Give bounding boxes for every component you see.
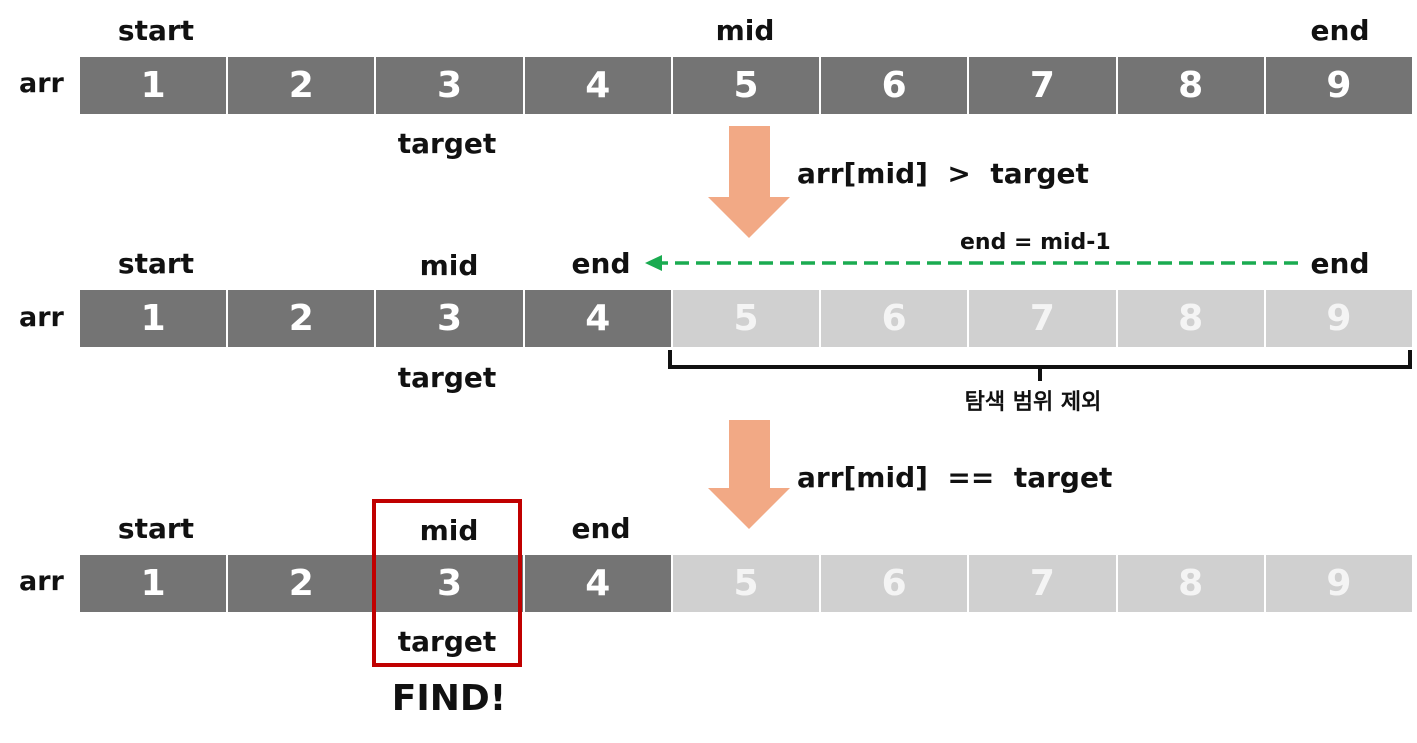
end-label-row1: end [1310,14,1370,47]
find-label: FIND! [391,678,507,719]
start-label-row1: start [117,14,195,47]
array-cell: 2 [228,555,377,612]
found-highlight-box [372,499,522,667]
start-label-row2: start [117,247,195,280]
mid-label-row3: mid [419,514,479,547]
array-cell: 7 [969,57,1118,114]
end-label-row3: end [571,512,631,545]
array-cell-excluded: 7 [969,555,1118,612]
array-row-3: 1 2 3 4 5 6 7 8 9 [80,555,1412,612]
array-cell: 8 [1117,57,1266,114]
target-label-row1: target [397,127,497,160]
array-cell-excluded: 8 [1117,555,1266,612]
mid-label-row2: mid [419,249,479,282]
condition-step1: arr[mid] > target [797,157,1089,190]
array-cell: 9 [1265,57,1412,114]
array-cell-excluded: 8 [1117,290,1266,347]
array-cell: 1 [80,290,229,347]
array-cell: 1 [80,57,229,114]
array-cell: 4 [524,555,673,612]
array-cell-excluded: 5 [672,555,822,612]
arr-label-row3: arr [19,566,64,597]
array-cell: 1 [80,555,229,612]
down-arrow-1 [708,126,790,238]
excluded-range-label: 탐색 범위 제외 [964,390,1102,415]
excluded-range-bracket [668,350,1412,381]
array-cell-excluded: 6 [821,555,970,612]
array-cell: 4 [524,57,673,114]
array-cell: 5 [672,57,822,114]
array-cell: 2 [228,57,377,114]
array-row-1: 1 2 3 4 5 6 7 8 9 [80,57,1412,114]
array-cell: 4 [524,290,673,347]
mid-label-row1: mid [715,14,775,47]
array-cell-excluded: 5 [672,290,822,347]
array-cell: 3 [376,57,525,114]
array-cell-excluded: 9 [1265,555,1412,612]
array-cell: 2 [228,290,377,347]
target-label-row3: target [397,625,497,658]
array-cell: 3 [376,290,525,347]
condition-step2: arr[mid] == target [797,461,1113,494]
target-label-row2: target [397,361,497,394]
array-cell-excluded: 6 [821,290,970,347]
array-cell-excluded: 7 [969,290,1118,347]
down-arrow-2 [708,420,790,529]
arr-label-row2: arr [19,302,64,333]
end-update-label: end = mid-1 [960,230,1111,255]
array-cell-excluded: 9 [1265,290,1412,347]
array-row-2: 1 2 3 4 5 6 7 8 9 [80,290,1412,347]
array-cell: 3 [376,555,525,612]
arr-label-row1: arr [19,68,64,99]
old-end-label-row2: end [1310,247,1370,280]
end-update-arrowhead [645,255,662,271]
array-cell: 6 [821,57,970,114]
start-label-row3: start [117,512,195,545]
end-label-row2: end [571,247,631,280]
